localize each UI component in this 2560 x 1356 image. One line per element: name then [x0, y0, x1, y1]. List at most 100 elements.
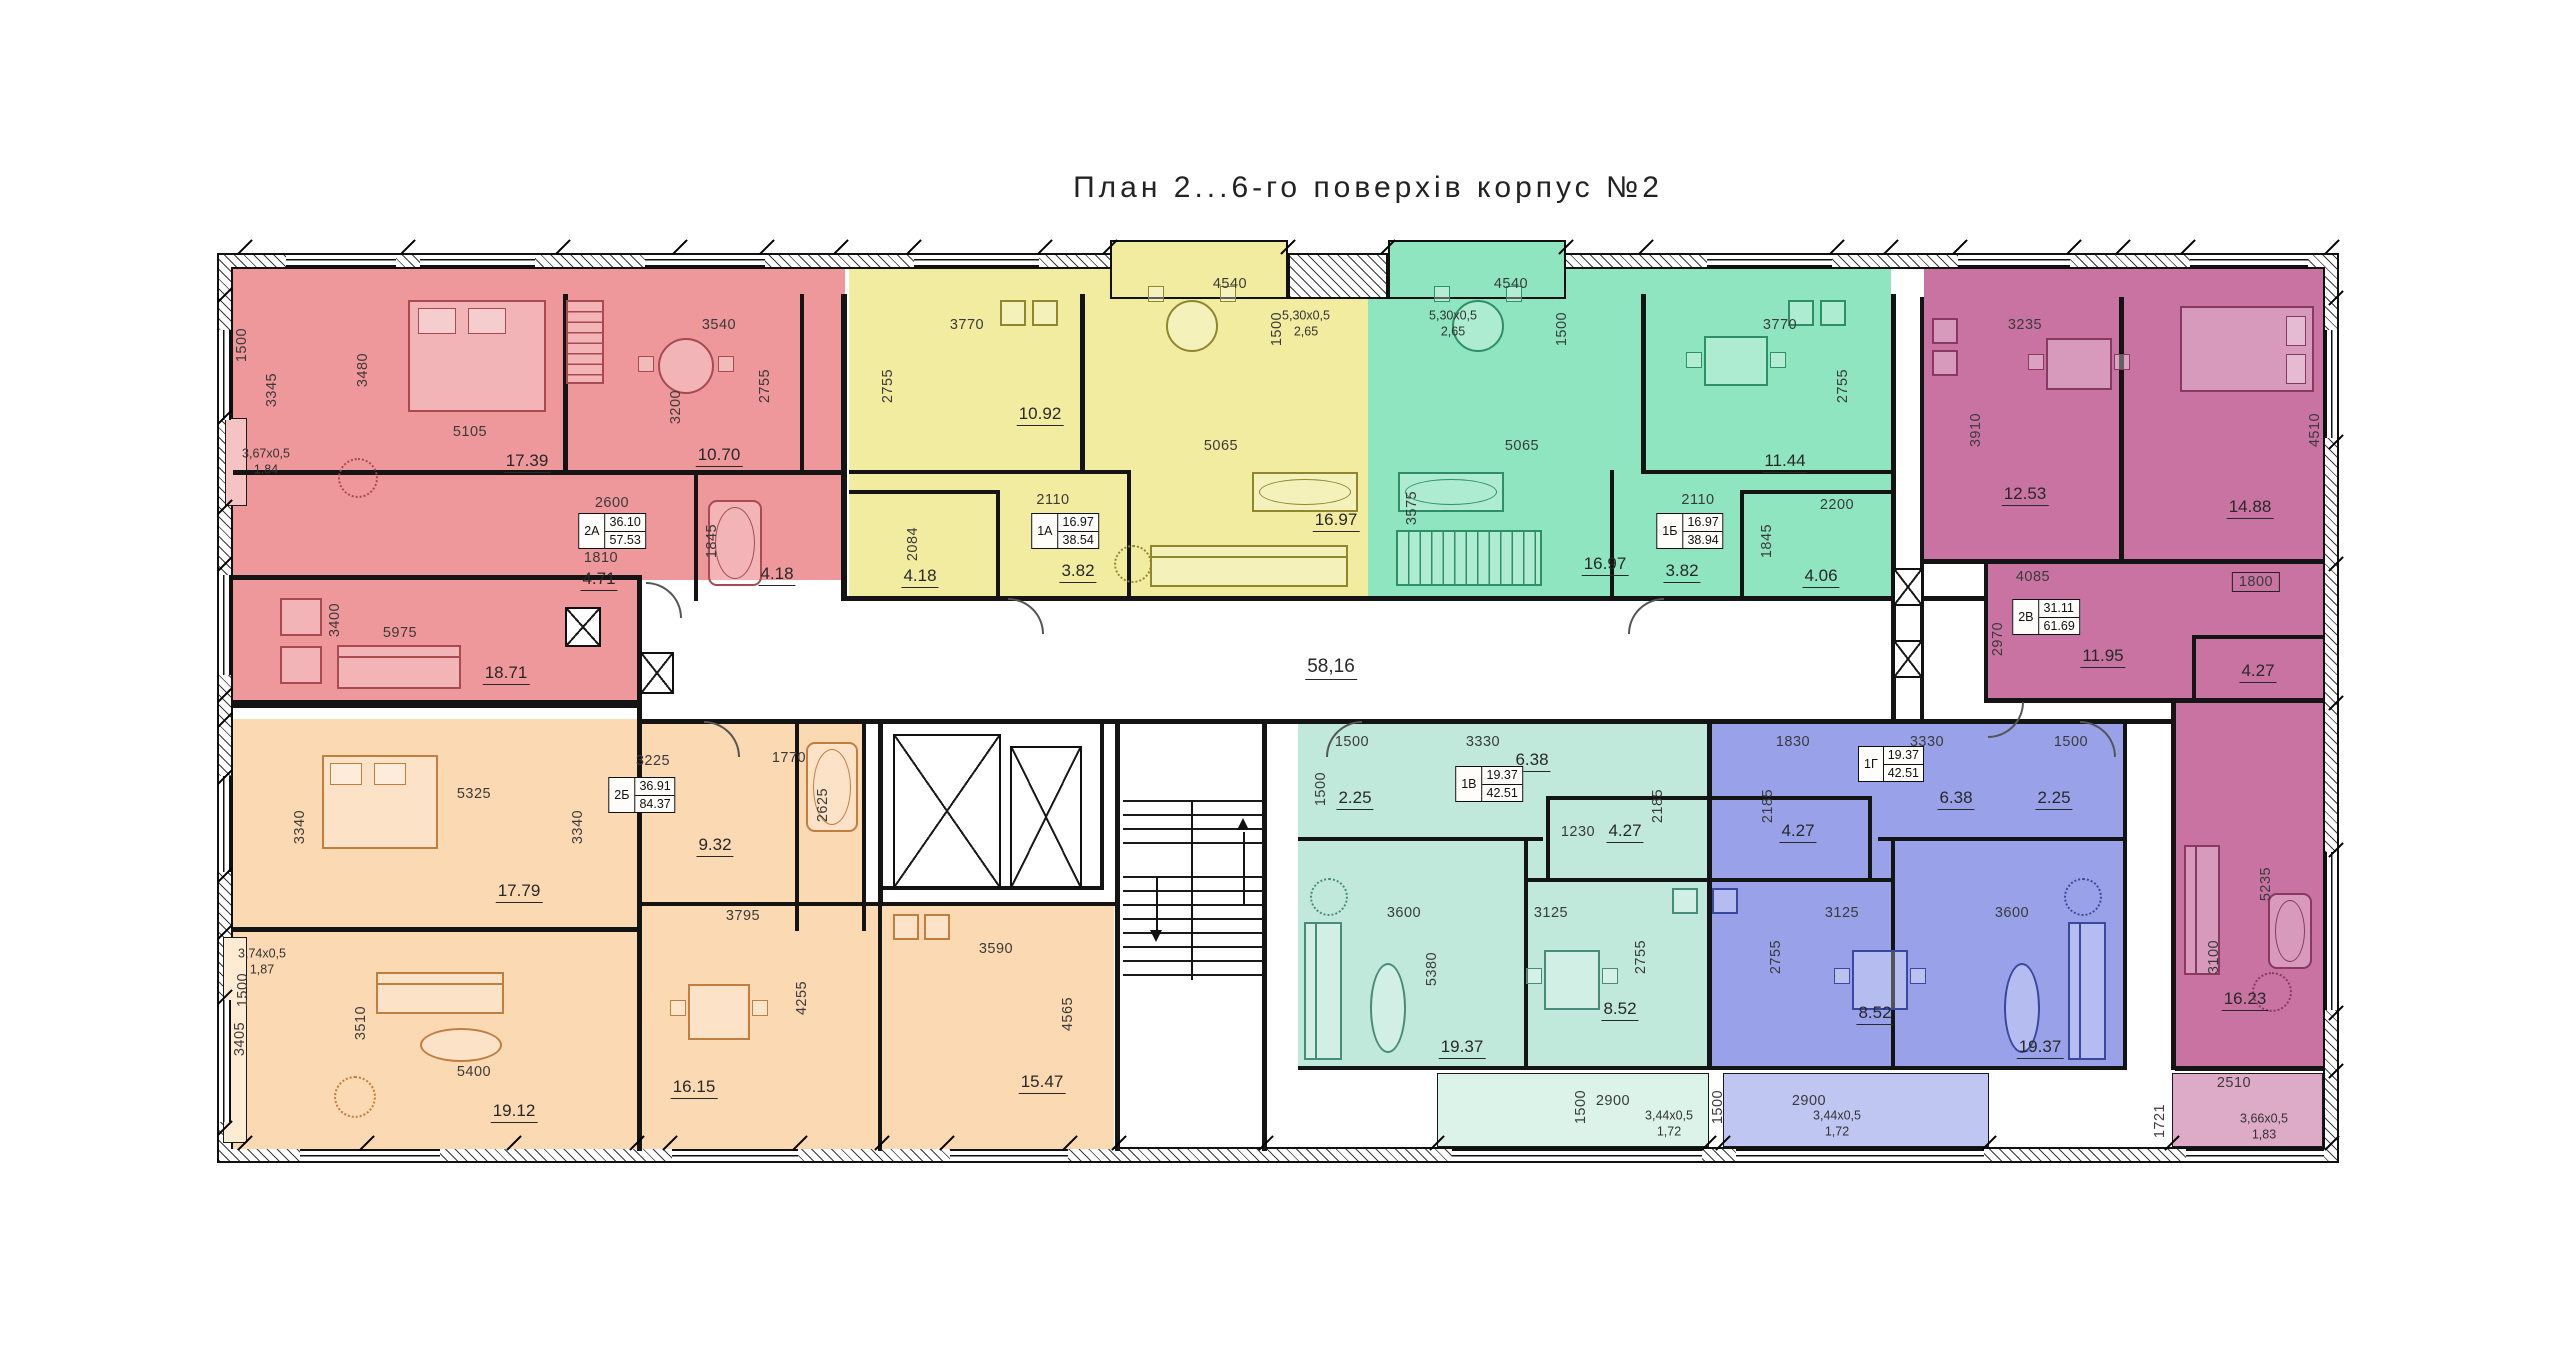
- tub-basin: [813, 749, 851, 825]
- apartment-region: [849, 269, 1368, 596]
- dim-label: 1721: [2152, 1103, 2168, 1139]
- wall: [1610, 470, 1614, 600]
- wall: [1711, 1066, 2123, 1070]
- balcony-area: 2,65: [1440, 324, 1466, 338]
- wall: [1920, 297, 1924, 719]
- wall-pier: [1288, 253, 1388, 299]
- bathtub-icon: [2268, 893, 2312, 969]
- window: [1958, 253, 2070, 267]
- dim-label: 4540: [1212, 276, 1248, 292]
- room-area-label: 15.47: [1018, 1072, 1066, 1094]
- dim-label: 2755: [880, 368, 896, 404]
- window: [914, 253, 1039, 267]
- tag-area-living: 19.37: [1482, 767, 1522, 785]
- dim-label: 1500: [1554, 311, 1570, 347]
- wall: [1707, 719, 1712, 1070]
- bed-icon: [1396, 530, 1542, 586]
- balcony-size: 5,30х0,5: [1429, 308, 1477, 323]
- dim-label: 2185: [1650, 788, 1666, 824]
- window: [1707, 253, 1832, 267]
- duct-shaft: [1893, 568, 1923, 606]
- dining-table-icon: [1452, 300, 1504, 352]
- bathtub-icon: [2004, 963, 2040, 1053]
- dim-label: 3600: [1994, 905, 2030, 921]
- sofa-icon: [1304, 922, 1342, 1060]
- tub-basin: [1259, 479, 1351, 505]
- tag-code: 1Г: [1859, 747, 1884, 781]
- wall: [1262, 719, 1267, 1151]
- bathtub-icon: [806, 742, 858, 832]
- room-area-label: 16.97: [1581, 554, 1629, 576]
- duct-shaft: [1893, 640, 1923, 678]
- tag-area-living: 16.97: [1058, 514, 1098, 532]
- room-area-label: 8.52: [1856, 1003, 1894, 1025]
- room-area-label: 9.32: [696, 835, 734, 857]
- balcony-region: [1723, 1073, 1989, 1147]
- sink-icon: [1672, 888, 1698, 914]
- dining-table-icon: [658, 338, 714, 394]
- chair-icon: [1526, 968, 1542, 984]
- wall: [1878, 837, 2123, 841]
- balcony-area: 1,83: [2251, 1127, 2277, 1141]
- sofa-icon: [2068, 922, 2106, 1060]
- dim-label: 3405: [232, 1021, 248, 1057]
- room-area-label: 17.39: [503, 451, 551, 473]
- wall: [996, 490, 1000, 600]
- room-area-label: 2.25: [1336, 788, 1374, 810]
- sink-icon: [1932, 350, 1958, 376]
- room-area-label: 18.71: [482, 663, 530, 685]
- dim-label: 1230: [1560, 824, 1596, 840]
- wall: [2192, 635, 2196, 702]
- dim-label: 3200: [668, 389, 684, 425]
- dim-label: 1500: [2053, 734, 2089, 750]
- room-area-label: 16.15: [670, 1077, 718, 1099]
- wall: [862, 719, 866, 931]
- balcony-size: 3,74х0,5: [238, 946, 286, 961]
- plant-icon: [338, 458, 378, 498]
- dim-label: 3235: [2007, 317, 2043, 333]
- wall: [878, 719, 883, 906]
- wall: [1711, 878, 1895, 882]
- chair-icon: [752, 1000, 768, 1016]
- tag-area-living: 36.91: [635, 778, 675, 796]
- chair-icon: [670, 1000, 686, 1016]
- tag-area-total: 61.69: [2043, 618, 2075, 633]
- wall: [637, 719, 642, 1151]
- wall: [694, 470, 698, 601]
- window: [2186, 1149, 2324, 1163]
- dim-label: 3340: [292, 809, 308, 845]
- wall: [1984, 698, 2323, 703]
- dim-label: 3100: [2206, 939, 2222, 975]
- dim-label: 2970: [1990, 621, 2006, 657]
- wall: [800, 294, 804, 475]
- armchair-icon: [280, 598, 322, 636]
- chair-icon: [1770, 352, 1786, 368]
- chair-icon: [1602, 968, 1618, 984]
- stair-arrow-line: [1156, 876, 1158, 930]
- dim-label: 5105: [452, 424, 488, 440]
- dim-label: 2600: [594, 495, 630, 511]
- balcony-size: 3,66х0,5: [2240, 1111, 2288, 1126]
- bathtub-icon: [1370, 963, 1406, 1053]
- sink-icon: [924, 914, 950, 940]
- chair-icon: [1910, 968, 1926, 984]
- window: [1452, 1149, 1702, 1163]
- room-area-label: 4.18: [758, 564, 796, 586]
- balcony-area: 1,84: [253, 462, 279, 476]
- room-area-label: 3.82: [1663, 561, 1701, 583]
- room-area-label: 6.38: [1513, 750, 1551, 772]
- dim-label: 2185: [1760, 788, 1776, 824]
- plant-icon: [1114, 545, 1152, 583]
- dim-label: 5065: [1504, 438, 1540, 454]
- bed-icon: [2180, 306, 2314, 392]
- tub-basin: [715, 507, 755, 579]
- bathtub-icon: [708, 500, 762, 586]
- tag-code: 1В: [1456, 767, 1483, 801]
- dim-label: 3910: [1968, 412, 1984, 448]
- bed-icon: [408, 300, 546, 412]
- dim-label: 3345: [264, 372, 280, 408]
